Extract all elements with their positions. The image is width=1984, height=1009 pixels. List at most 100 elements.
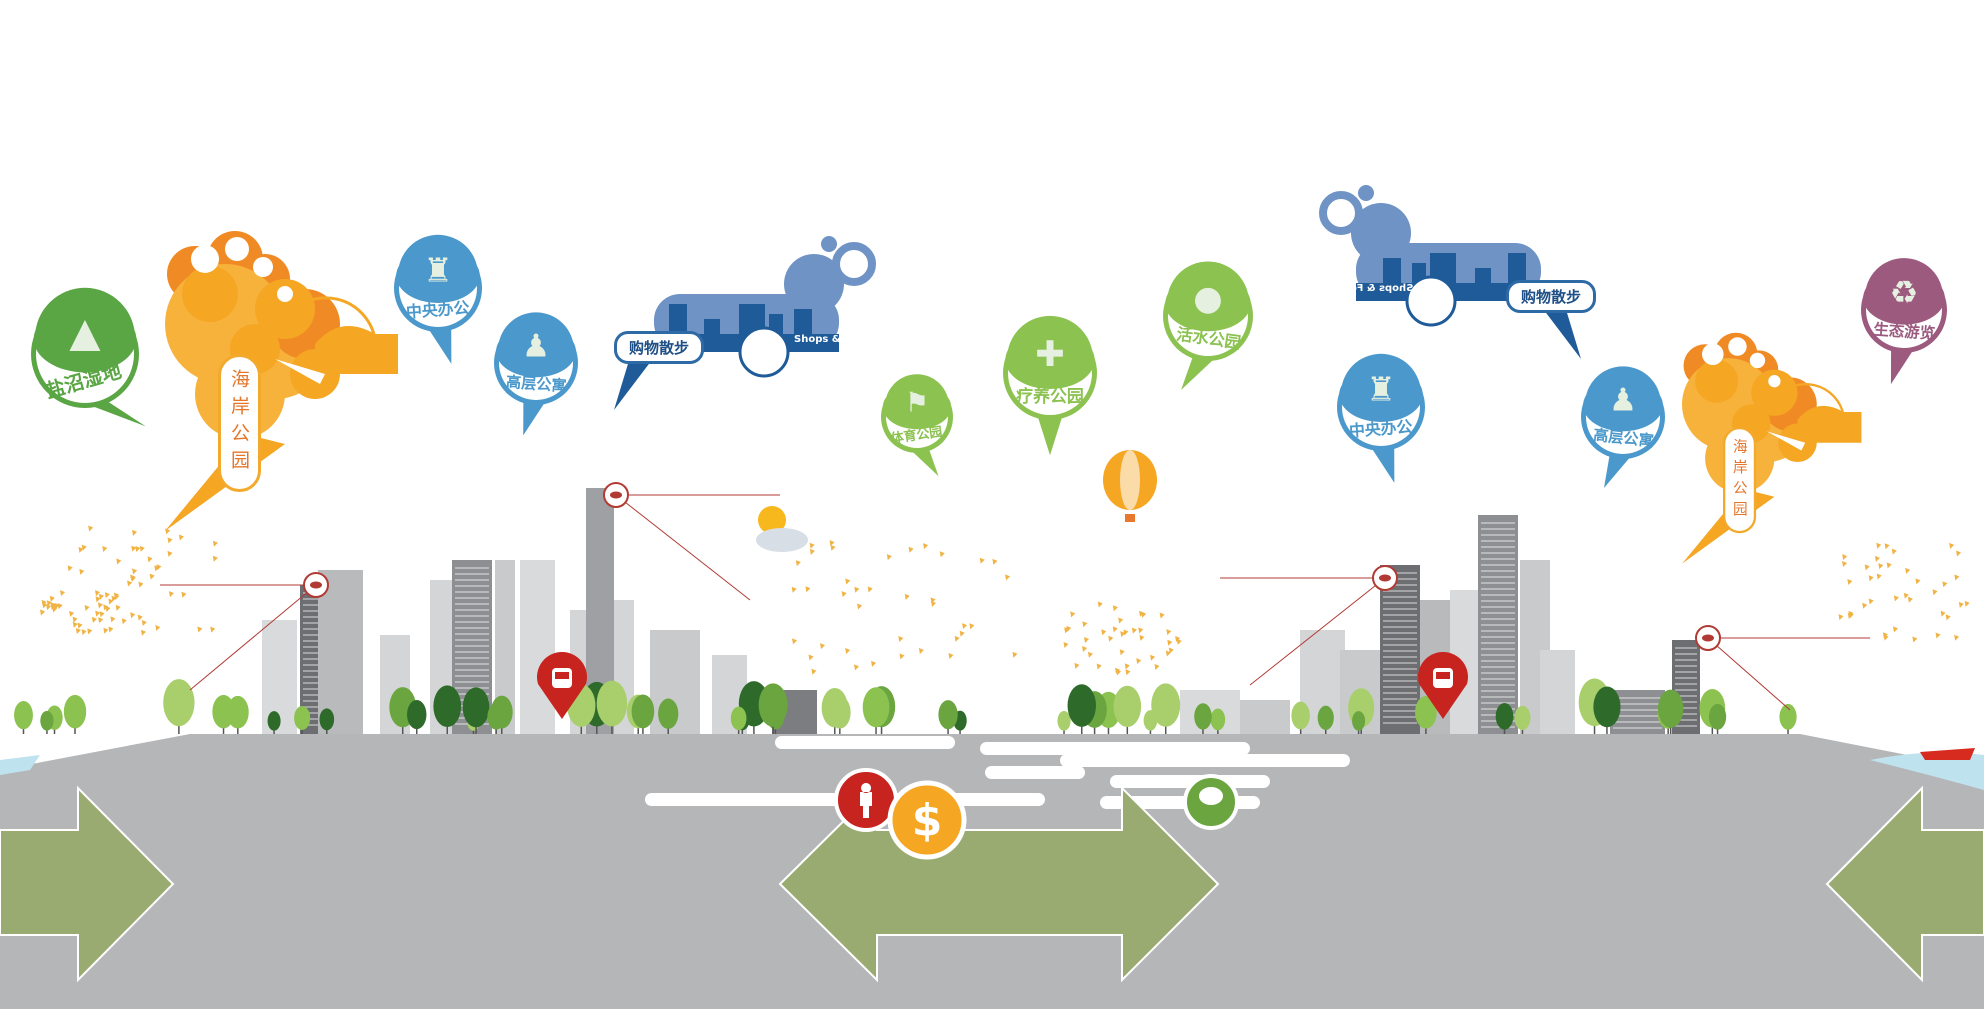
bird — [1108, 635, 1114, 642]
star-bubble — [1358, 185, 1374, 201]
shopping-walk-label: 购物散步 — [1506, 280, 1597, 313]
arrow-left-right-edge — [1825, 785, 1984, 983]
pin-cap — [1585, 366, 1661, 405]
bird — [141, 620, 147, 627]
pin-tail — [1181, 352, 1222, 391]
building — [318, 570, 363, 735]
bird — [130, 612, 136, 619]
water-left — [0, 755, 40, 775]
bird — [1101, 629, 1107, 636]
cloud-icon — [756, 528, 808, 552]
bird — [1125, 669, 1131, 676]
tree — [1113, 685, 1142, 728]
pin-label: 生态游览 — [1873, 320, 1936, 343]
bird — [969, 623, 975, 630]
bird — [60, 590, 66, 597]
bird — [52, 606, 58, 613]
cloud-puff — [1351, 203, 1411, 263]
star-bubble — [821, 236, 837, 252]
bird — [1112, 626, 1118, 633]
bird — [1842, 554, 1848, 561]
bird — [939, 551, 945, 558]
ground-road: $ — [0, 734, 1984, 1009]
bird — [49, 595, 55, 602]
bird — [830, 544, 836, 551]
cloud-hole — [225, 237, 249, 261]
office-worker-icon: ♜ — [423, 250, 453, 289]
tree — [407, 699, 427, 730]
pin-tail — [1890, 344, 1917, 385]
bird — [111, 595, 117, 602]
night-building — [1383, 258, 1401, 288]
tree — [1291, 701, 1310, 730]
bird — [1847, 579, 1853, 586]
bird — [805, 586, 811, 593]
arrow-right-left-edge — [0, 785, 175, 983]
shops-food-label: Shops & Food — [794, 334, 872, 345]
pin-label: 体育公园 — [890, 424, 944, 447]
bird — [791, 586, 797, 593]
bird — [1096, 663, 1102, 670]
tree — [1067, 684, 1096, 727]
wind-streak — [985, 766, 1085, 779]
park-tree — [182, 266, 238, 322]
park-tree — [1751, 369, 1798, 416]
pin-label: 疗养公园 — [1016, 386, 1084, 406]
bus-window — [555, 672, 569, 679]
bird — [809, 548, 815, 555]
building — [1540, 650, 1575, 735]
bird — [841, 591, 847, 598]
bird — [1868, 598, 1874, 605]
bird — [1175, 636, 1181, 643]
globe-recycle-icon: ♻ — [1890, 274, 1919, 312]
dollar-icon — [887, 780, 967, 860]
rainbow-arc — [283, 296, 377, 340]
tree — [596, 680, 628, 727]
beach-dunes — [1797, 405, 1862, 443]
bird — [1884, 543, 1890, 550]
cloud-hole — [191, 245, 219, 273]
bird — [930, 600, 936, 607]
bird — [1876, 573, 1882, 580]
pin-label: 高层公寓 — [506, 373, 568, 395]
bird — [212, 555, 218, 562]
bird — [108, 626, 114, 633]
bird — [210, 626, 216, 633]
cloud-hole — [1768, 375, 1781, 388]
bird — [1141, 611, 1147, 618]
bird — [1954, 574, 1960, 581]
bird — [1862, 602, 1868, 609]
bird — [46, 604, 52, 611]
tree — [267, 711, 281, 731]
bird — [904, 593, 910, 600]
bird — [131, 545, 137, 552]
tree — [730, 706, 747, 731]
boat — [1920, 748, 1975, 760]
bird — [962, 623, 968, 630]
tree — [658, 698, 679, 729]
sightline — [189, 584, 317, 691]
bird — [820, 643, 826, 650]
tree — [294, 705, 311, 730]
bird — [116, 558, 122, 565]
tree — [1151, 683, 1181, 727]
bird — [854, 664, 860, 671]
tree-crown — [1199, 787, 1223, 805]
bird — [95, 596, 101, 603]
pin-tail — [424, 323, 452, 364]
cloud-hole — [253, 257, 273, 277]
person-icon: ♟ — [522, 329, 550, 365]
bird — [212, 540, 218, 547]
cloud-puff — [784, 254, 844, 314]
map-pin: ●活水公园 — [1163, 261, 1253, 391]
tree — [1779, 703, 1797, 730]
bird — [1136, 658, 1142, 665]
bird — [41, 599, 47, 606]
tree — [319, 708, 335, 731]
bird — [1932, 589, 1938, 596]
bird — [132, 568, 138, 575]
bird — [72, 616, 78, 623]
bird — [1942, 581, 1948, 588]
tree — [1317, 705, 1334, 730]
bird — [155, 624, 161, 631]
